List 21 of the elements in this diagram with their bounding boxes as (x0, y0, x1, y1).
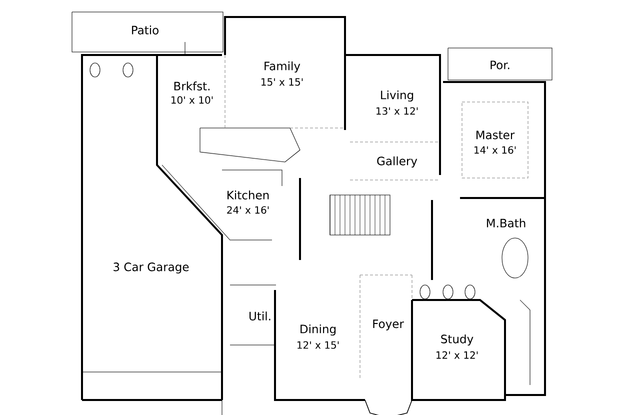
room-dimensions: 15' x 15' (262, 78, 303, 86)
room-name: Master (476, 130, 515, 140)
room-name: Dining (300, 324, 336, 336)
room-name: Brkfst. (174, 82, 210, 90)
room-name: Patio (132, 26, 158, 34)
room-dimensions: 24' x 16' (227, 206, 269, 214)
room-name: Por. (490, 60, 510, 70)
room-name: Living (381, 90, 414, 102)
room-dimensions: 10' x 10' (172, 96, 213, 104)
room-name: Foyer (373, 320, 404, 330)
room-name: Util. (250, 312, 270, 320)
room-name: 3 Car Garage (114, 262, 189, 274)
room-name: Family (264, 61, 300, 73)
room-name: Kitchen (228, 190, 269, 200)
room-name: Study (441, 334, 474, 346)
room-name: Gallery (377, 156, 418, 168)
room-dimensions: 12' x 15' (298, 341, 339, 349)
room-dimensions: 14' x 16' (474, 146, 516, 154)
room-dimensions: 12' x 12' (436, 351, 478, 359)
room-name: M.Bath (486, 218, 526, 228)
room-dimensions: 13' x 12' (376, 107, 418, 115)
